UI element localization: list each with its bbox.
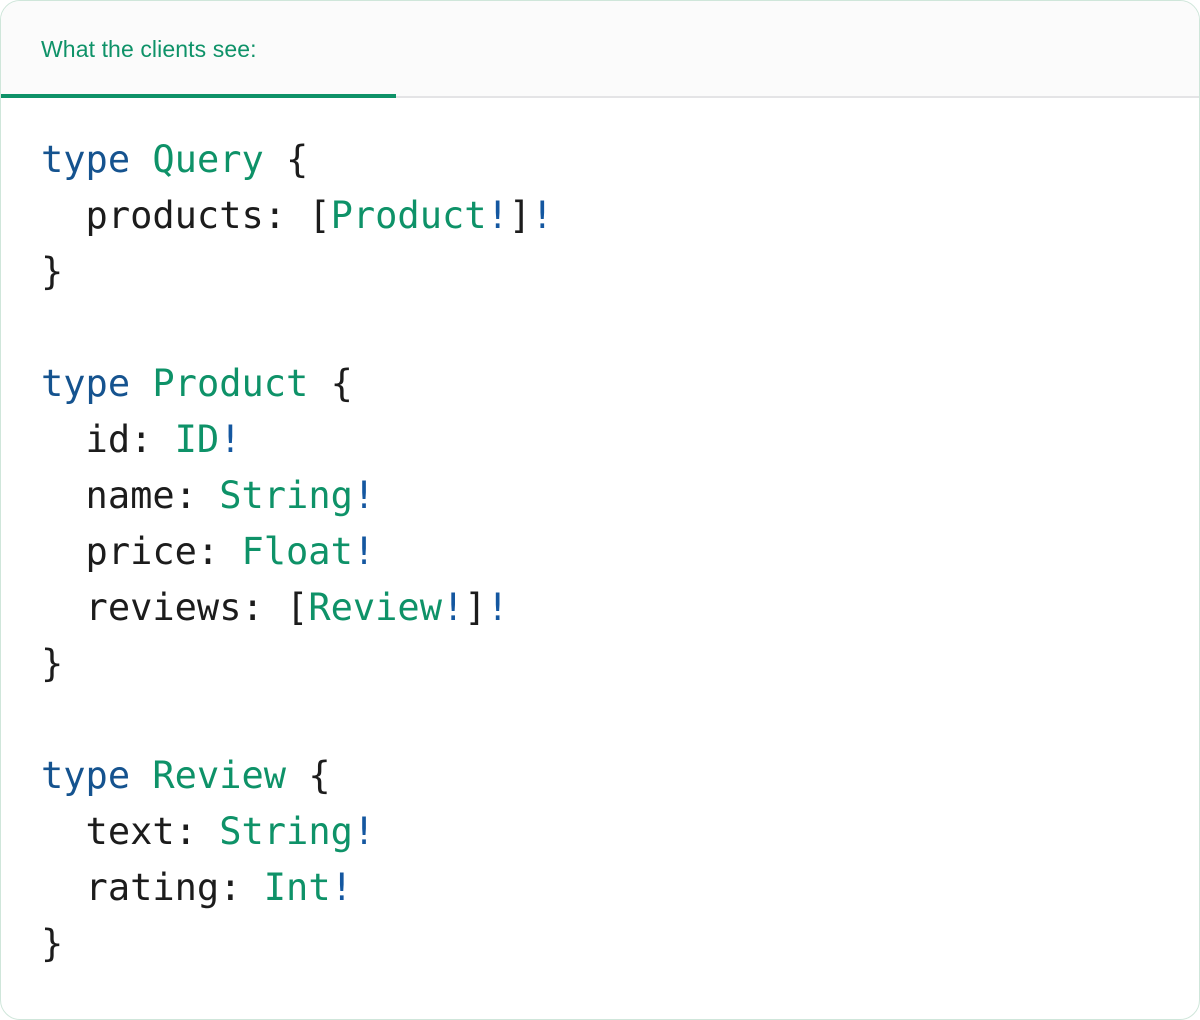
code-area: type Query { products: [Product!]! } typ… bbox=[1, 98, 1199, 972]
code-line: price: Float! bbox=[41, 524, 1159, 580]
code-token: type bbox=[41, 754, 131, 797]
code-token: String bbox=[219, 810, 353, 853]
code-token: price: bbox=[41, 530, 242, 573]
code-token: Query bbox=[152, 138, 264, 181]
code-line: type Review { bbox=[41, 748, 1159, 804]
code-token: Review bbox=[152, 754, 287, 797]
code-token: Review bbox=[308, 586, 442, 629]
code-token: ! bbox=[486, 586, 509, 629]
code-token bbox=[130, 754, 152, 797]
code-line: rating: Int! bbox=[41, 860, 1159, 916]
tab-active-indicator bbox=[1, 94, 396, 98]
code-token: ! bbox=[330, 866, 353, 909]
code-token: Int bbox=[263, 866, 331, 909]
code-line: type Query { bbox=[41, 132, 1159, 188]
code-token: { bbox=[286, 754, 331, 797]
code-token: String bbox=[219, 474, 353, 517]
code-line: } bbox=[41, 244, 1159, 300]
code-token: Product bbox=[330, 194, 487, 237]
tab-label: What the clients see: bbox=[41, 36, 257, 62]
code-token: } bbox=[41, 250, 64, 293]
code-line: name: String! bbox=[41, 468, 1159, 524]
code-token: [ bbox=[286, 586, 309, 629]
code-line: products: [Product!]! bbox=[41, 188, 1159, 244]
code-line: id: ID! bbox=[41, 412, 1159, 468]
code-token: ! bbox=[352, 530, 376, 573]
code-token: reviews: bbox=[41, 586, 287, 629]
code-token: Float bbox=[241, 530, 353, 573]
code-token: } bbox=[41, 642, 64, 685]
code-token: type bbox=[41, 362, 131, 405]
code-token: ! bbox=[219, 418, 242, 461]
code-token: ID bbox=[174, 418, 220, 461]
code-token: name: bbox=[41, 474, 220, 517]
code-token: rating: bbox=[41, 866, 264, 909]
code-token: ] bbox=[464, 586, 487, 629]
code-token: { bbox=[308, 362, 353, 405]
code-line: } bbox=[41, 916, 1159, 972]
tab-strip: What the clients see: bbox=[1, 1, 1199, 98]
code-token: id: bbox=[41, 418, 175, 461]
code-token: } bbox=[41, 922, 64, 965]
code-line bbox=[41, 692, 1159, 748]
graphql-schema-code[interactable]: type Query { products: [Product!]! } typ… bbox=[1, 132, 1199, 972]
code-token: type bbox=[41, 138, 131, 181]
code-line: text: String! bbox=[41, 804, 1159, 860]
code-token: text: bbox=[41, 810, 220, 853]
tab-what-the-clients-see[interactable]: What the clients see: bbox=[1, 1, 396, 98]
code-token: products: bbox=[41, 194, 309, 237]
code-token: ] bbox=[508, 194, 532, 237]
code-token: Product bbox=[152, 362, 309, 405]
code-token: ! bbox=[531, 194, 554, 237]
code-token: [ bbox=[308, 194, 331, 237]
code-line bbox=[41, 300, 1159, 356]
code-token: ! bbox=[352, 810, 376, 853]
code-line: } bbox=[41, 636, 1159, 692]
code-token: ! bbox=[486, 194, 509, 237]
code-line: reviews: [Review!]! bbox=[41, 580, 1159, 636]
code-token bbox=[130, 138, 152, 181]
code-line: type Product { bbox=[41, 356, 1159, 412]
code-token: { bbox=[263, 138, 309, 181]
code-token: ! bbox=[441, 586, 465, 629]
code-token bbox=[130, 362, 152, 405]
code-token: ! bbox=[352, 474, 376, 517]
